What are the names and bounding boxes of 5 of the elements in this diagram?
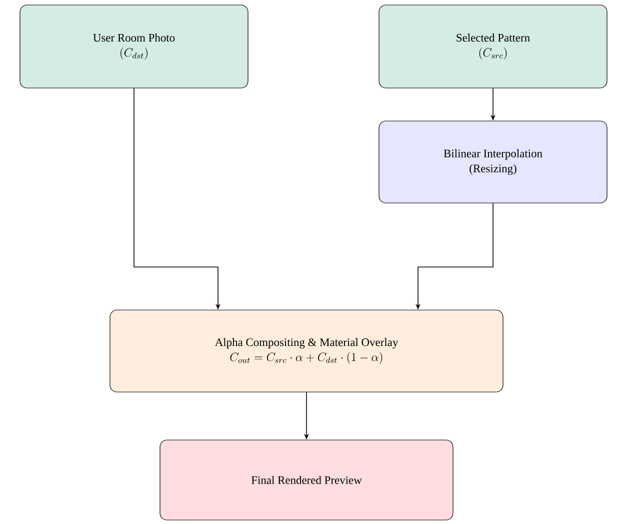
output-box: Final Rendered Preview — [160, 440, 454, 520]
input-box: User Room Photo $(C_{dst})$ — [20, 4, 248, 88]
process-box: Alpha Compositing & Material Overlay $C_{out} = C_{src} \cdot \alpha + C_{dst} \cdot (1-\alpha)$ — [110, 310, 504, 392]
process-box: Bilinear Interpolation (Resizing) — [378, 120, 608, 204]
input-box: Selected Pattern $(C_{src})$ — [378, 4, 608, 88]
